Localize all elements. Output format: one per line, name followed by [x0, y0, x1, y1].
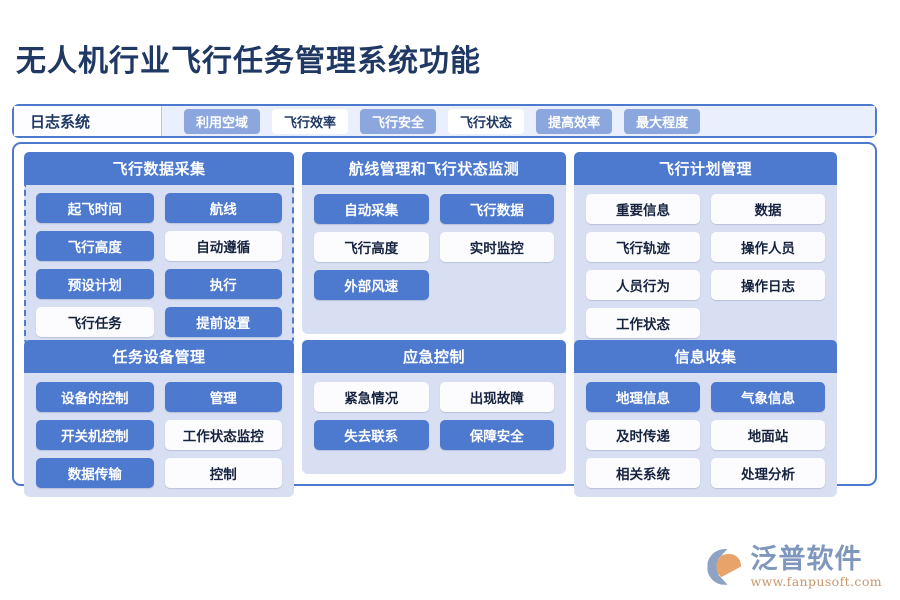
panel-body: 起飞时间航线飞行高度自动遵循预设计划执行飞行任务提前设置 — [24, 185, 294, 347]
feature-chip[interactable]: 预设计划 — [36, 269, 154, 299]
panel-grid: 飞行数据采集起飞时间航线飞行高度自动遵循预设计划执行飞行任务提前设置航线管理和飞… — [24, 152, 865, 497]
brand-name: 泛普软件 — [750, 543, 863, 575]
panel-title: 飞行数据采集 — [24, 152, 294, 185]
tag-item[interactable]: 提高效率 — [536, 108, 613, 134]
feature-chip[interactable]: 处理分析 — [711, 458, 825, 488]
panel-body: 自动采集飞行数据飞行高度实时监控外部风速 — [302, 185, 566, 334]
feature-chip[interactable]: 操作人员 — [711, 232, 825, 262]
feature-chip[interactable]: 数据传输 — [36, 458, 154, 488]
feature-chip[interactable]: 重要信息 — [586, 194, 700, 224]
feature-chip[interactable]: 飞行高度 — [314, 232, 429, 262]
feature-chip[interactable]: 设备的控制 — [36, 382, 154, 412]
fanpu-logo-icon — [707, 548, 743, 585]
feature-chip[interactable]: 起飞时间 — [36, 193, 154, 223]
tag-item[interactable]: 利用空域 — [184, 108, 261, 134]
feature-chip[interactable]: 失去联系 — [314, 420, 429, 450]
feature-chip[interactable]: 地理信息 — [586, 382, 700, 412]
tag-item[interactable]: 飞行安全 — [360, 108, 437, 134]
feature-chip[interactable]: 工作状态监控 — [164, 420, 282, 450]
feature-chip[interactable]: 控制 — [164, 458, 282, 488]
panel-body: 地理信息气象信息及时传递地面站相关系统处理分析 — [574, 373, 837, 497]
feature-panel: 航线管理和飞行状态监测自动采集飞行数据飞行高度实时监控外部风速 — [302, 152, 566, 334]
feature-chip[interactable]: 相关系统 — [586, 458, 700, 488]
tag-bar: 日志系统 利用空域飞行效率飞行安全飞行状态提高效率最大程度 — [12, 104, 877, 138]
feature-chip[interactable]: 保障安全 — [439, 420, 554, 450]
feature-chip[interactable]: 出现故障 — [439, 382, 554, 412]
feature-chip[interactable]: 数据 — [711, 194, 825, 224]
panel-title: 航线管理和飞行状态监测 — [302, 152, 566, 185]
feature-chip[interactable]: 地面站 — [711, 420, 825, 450]
feature-panel: 信息收集地理信息气象信息及时传递地面站相关系统处理分析 — [574, 340, 837, 497]
feature-panel: 任务设备管理设备的控制管理开关机控制工作状态监控数据传输控制 — [24, 340, 294, 497]
panel-body: 紧急情况出现故障失去联系保障安全 — [302, 373, 566, 474]
feature-chip[interactable]: 提前设置 — [164, 307, 282, 337]
tag-bar-label: 日志系统 — [14, 106, 162, 136]
feature-chip[interactable]: 航线 — [164, 193, 282, 223]
feature-panel: 应急控制紧急情况出现故障失去联系保障安全 — [302, 340, 566, 474]
feature-chip[interactable]: 飞行数据 — [439, 194, 554, 224]
tag-item[interactable]: 飞行效率 — [272, 108, 349, 134]
feature-chip[interactable]: 气象信息 — [711, 382, 825, 412]
feature-chip[interactable]: 开关机控制 — [36, 420, 154, 450]
feature-chip[interactable]: 外部风速 — [314, 270, 429, 300]
feature-chip[interactable]: 管理 — [164, 382, 282, 412]
feature-panel: 飞行数据采集起飞时间航线飞行高度自动遵循预设计划执行飞行任务提前设置 — [24, 152, 294, 347]
feature-matrix-container: 飞行数据采集起飞时间航线飞行高度自动遵循预设计划执行飞行任务提前设置航线管理和飞… — [12, 142, 877, 497]
feature-chip[interactable]: 飞行任务 — [36, 307, 154, 337]
feature-chip[interactable]: 紧急情况 — [314, 382, 429, 412]
tag-list: 利用空域飞行效率飞行安全飞行状态提高效率最大程度 — [162, 106, 875, 136]
panel-title: 信息收集 — [574, 340, 837, 373]
panel-title: 飞行计划管理 — [574, 152, 837, 185]
tag-item[interactable]: 飞行状态 — [448, 108, 525, 134]
feature-chip[interactable]: 自动遵循 — [164, 231, 282, 261]
brand-logo-text: 泛普软件 www.fanpusoft.com — [750, 546, 882, 589]
feature-chip[interactable]: 人员行为 — [586, 270, 700, 300]
panel-title: 应急控制 — [302, 340, 566, 373]
panel-title: 任务设备管理 — [24, 340, 294, 373]
feature-chip[interactable]: 飞行高度 — [36, 231, 154, 261]
tag-item[interactable]: 最大程度 — [624, 108, 701, 134]
brand-logo: 泛普软件 www.fanpusoft.com — [707, 546, 882, 589]
page-title: 无人机行业飞行任务管理系统功能 — [16, 44, 481, 79]
brand-url: www.fanpusoft.com — [750, 573, 882, 589]
feature-chip[interactable]: 飞行轨迹 — [586, 232, 700, 262]
panel-body: 设备的控制管理开关机控制工作状态监控数据传输控制 — [24, 373, 294, 497]
feature-chip[interactable]: 工作状态 — [586, 308, 700, 338]
feature-chip[interactable]: 自动采集 — [314, 194, 429, 224]
feature-chip[interactable]: 执行 — [164, 269, 282, 299]
feature-chip[interactable]: 及时传递 — [586, 420, 700, 450]
panel-body: 重要信息数据飞行轨迹操作人员人员行为操作日志工作状态 — [574, 185, 837, 347]
feature-panel: 飞行计划管理重要信息数据飞行轨迹操作人员人员行为操作日志工作状态 — [574, 152, 837, 347]
feature-chip[interactable]: 实时监控 — [439, 232, 554, 262]
feature-chip[interactable]: 操作日志 — [711, 270, 825, 300]
